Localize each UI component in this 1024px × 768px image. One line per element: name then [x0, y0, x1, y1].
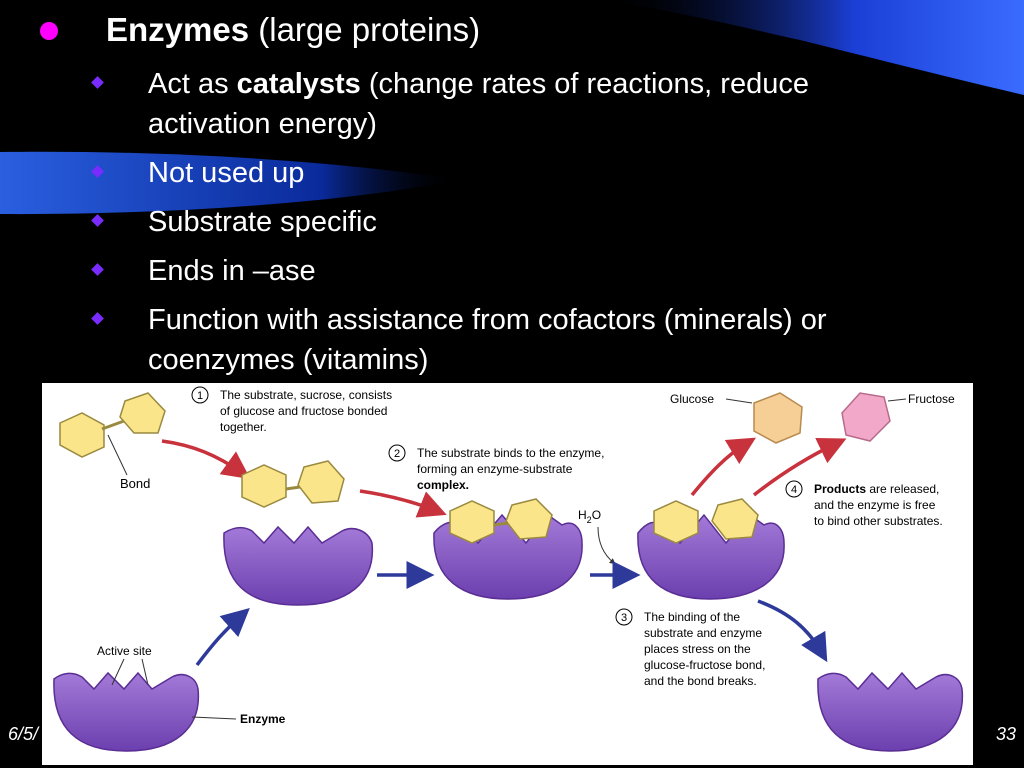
page-number: 33 — [995, 724, 1016, 744]
fructose-label: Fructose — [908, 392, 955, 406]
red-arrow — [752, 437, 847, 497]
step4-line: to bind other substrates. — [814, 514, 943, 528]
red-arrow — [690, 437, 757, 497]
enzyme-released-shape — [817, 671, 964, 752]
enzyme-initial-shape — [53, 671, 200, 752]
diamond-bullet-icon — [91, 312, 104, 325]
breaking-substrate — [653, 498, 759, 544]
water-arrow — [597, 526, 616, 565]
step3-line: The binding of the — [644, 610, 740, 624]
bullet-text: Not used up — [148, 157, 305, 189]
bullet-list: Act as catalysts (change rates of reacti… — [91, 64, 922, 389]
step4-number: 4 — [791, 484, 797, 496]
top-swoosh — [600, 0, 1024, 95]
enzyme-diagram: Bond 1 The substrate, sucrose, consists … — [42, 383, 973, 765]
slide-title: Enzymes (large proteins) — [106, 8, 480, 52]
step2-number: 2 — [394, 448, 400, 460]
fructose-shape — [841, 392, 891, 442]
bond-label: Bond — [120, 476, 150, 491]
diamond-bullet-icon — [91, 76, 104, 89]
enzyme-label: Enzyme — [240, 712, 286, 726]
blue-arrow — [757, 599, 828, 663]
bullet-item: Ends in –ase — [91, 251, 922, 291]
step2-line: The substrate binds to the enzyme, — [417, 446, 604, 460]
step3-line: substrate and enzyme — [644, 626, 762, 640]
diamond-bullet-icon — [91, 263, 104, 276]
sucrose-substrate — [59, 392, 166, 458]
step3-line: places stress on the — [644, 642, 751, 656]
middle-swoosh — [0, 151, 460, 215]
bullet-text: Function with assistance from cofactors … — [148, 304, 827, 376]
title-bold: Enzymes — [106, 11, 250, 48]
diamond-bullet-icon — [91, 165, 104, 178]
water-label: H2O — [578, 508, 601, 525]
substrate-approaching — [241, 460, 345, 508]
bullet-item: Act as catalysts (change rates of reacti… — [91, 64, 922, 144]
step4-line: and the enzyme is free — [814, 498, 936, 512]
step1-line: together. — [220, 420, 267, 434]
bullet-item: Not used up — [91, 153, 922, 193]
step3-annotation: 3 The binding of the substrate and enzym… — [615, 608, 765, 688]
title-bullet-icon — [40, 22, 58, 40]
footer-date: 6/5/ — [8, 724, 39, 744]
step1-annotation: 1 The substrate, sucrose, consists of gl… — [191, 386, 392, 434]
svg-text:Products are released,: Products are released, — [814, 482, 939, 496]
step1-line: The substrate, sucrose, consists — [220, 388, 392, 402]
step3-line: and the bond breaks. — [644, 674, 757, 688]
bullet-item: Function with assistance from cofactors … — [91, 300, 922, 380]
step1-number: 1 — [197, 390, 203, 402]
step2-line: forming an enzyme-substrate — [417, 462, 573, 476]
step4-annotation: 4 Products are released, and the enzyme … — [785, 480, 943, 528]
step1-line: of glucose and fructose bonded — [220, 404, 387, 418]
bound-substrate — [449, 498, 553, 544]
bullet-text: Ends in –ase — [148, 255, 316, 287]
step3-number: 3 — [621, 612, 627, 624]
red-arrow — [161, 439, 251, 480]
bullet-text: Substrate specific — [148, 206, 377, 238]
red-arrow — [359, 489, 447, 518]
bullet-bold-text: catalysts — [236, 68, 361, 100]
enzyme-diagram-svg: Bond 1 The substrate, sucrose, consists … — [53, 386, 964, 752]
enzyme-shape — [223, 525, 374, 606]
svg-text:H2O: H2O — [578, 508, 601, 525]
step2-annotation: 2 The substrate binds to the enzyme, for… — [388, 444, 604, 492]
step3-line: glucose-fructose bond, — [644, 658, 765, 672]
bullet-text: (change rates of reactions, reduce activ… — [148, 68, 809, 140]
bullet-item: Substrate specific — [91, 202, 922, 242]
glucose-shape — [753, 392, 803, 444]
glucose-label: Glucose — [670, 392, 714, 406]
bullet-text: Act as — [148, 68, 237, 100]
title-rest: (large proteins) — [249, 11, 481, 48]
diamond-bullet-icon — [91, 214, 104, 227]
active-site-label: Active site — [97, 644, 152, 658]
step2-line: complex. — [417, 478, 469, 492]
blue-arrow — [195, 608, 250, 667]
